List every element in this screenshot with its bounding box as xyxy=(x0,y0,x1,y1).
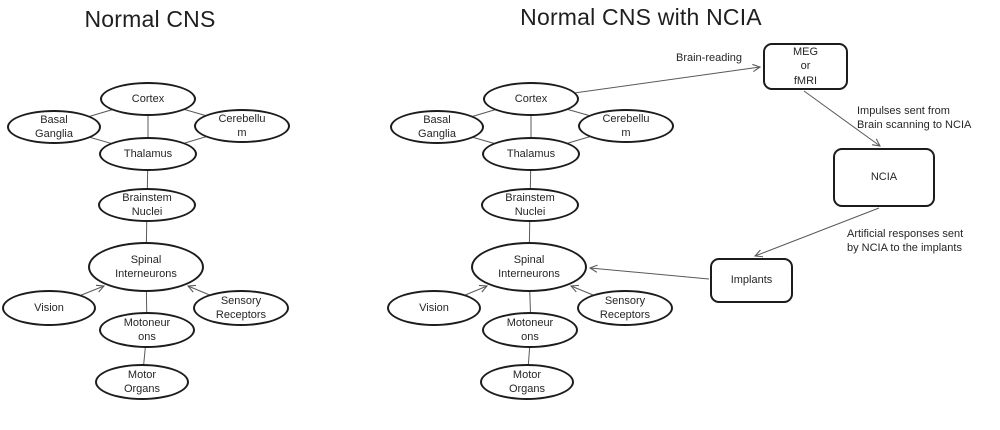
node-motor-organs: Motor Organs xyxy=(480,364,574,400)
node-ncia: NCIA xyxy=(833,148,935,207)
node-meg-fmri: MEG or fMRI xyxy=(763,43,848,90)
node-thalamus: Thalamus xyxy=(99,137,197,171)
edge-label-impulses: Impulses sent from Brain scanning to NCI… xyxy=(857,105,972,131)
node-spinal-interneurons: Spinal Interneurons xyxy=(88,242,204,292)
edge-label-brain-reading: Brain-reading xyxy=(675,52,743,64)
node-basal-ganglia: Basal Ganglia xyxy=(7,110,101,144)
node-motor-organs: Motor Organs xyxy=(95,364,189,400)
arrow-implants-spinal xyxy=(590,268,710,280)
node-cortex: Cortex xyxy=(483,82,579,116)
node-brainstem-nuclei: Brainstem Nuclei xyxy=(98,188,196,222)
left-diagram-title: Normal CNS xyxy=(84,6,216,32)
node-sensory-receptors: Sensory Receptors xyxy=(577,290,673,326)
node-cerebellum: Cerebellu m xyxy=(194,109,290,143)
node-basal-ganglia: Basal Ganglia xyxy=(390,110,484,144)
node-motoneurons: Motoneur ons xyxy=(99,312,195,348)
node-cortex: Cortex xyxy=(100,82,196,116)
node-spinal-interneurons: Spinal Interneurons xyxy=(471,242,587,292)
node-implants: Implants xyxy=(710,258,793,303)
right-diagram-title: Normal CNS with NCIA xyxy=(520,4,762,30)
node-brainstem-nuclei: Brainstem Nuclei xyxy=(481,188,579,222)
node-cerebellum: Cerebellu m xyxy=(578,109,674,143)
node-motoneurons: Motoneur ons xyxy=(482,312,578,348)
edge-label-artificial-responses: Artificial responses sent by NCIA to the… xyxy=(847,228,964,254)
node-thalamus: Thalamus xyxy=(482,137,580,171)
node-vision: Vision xyxy=(2,290,96,326)
arrow-ncia-implants xyxy=(755,207,880,256)
node-sensory-receptors: Sensory Receptors xyxy=(193,290,289,326)
node-vision: Vision xyxy=(387,290,481,326)
arrow-meg-ncia xyxy=(803,90,880,146)
